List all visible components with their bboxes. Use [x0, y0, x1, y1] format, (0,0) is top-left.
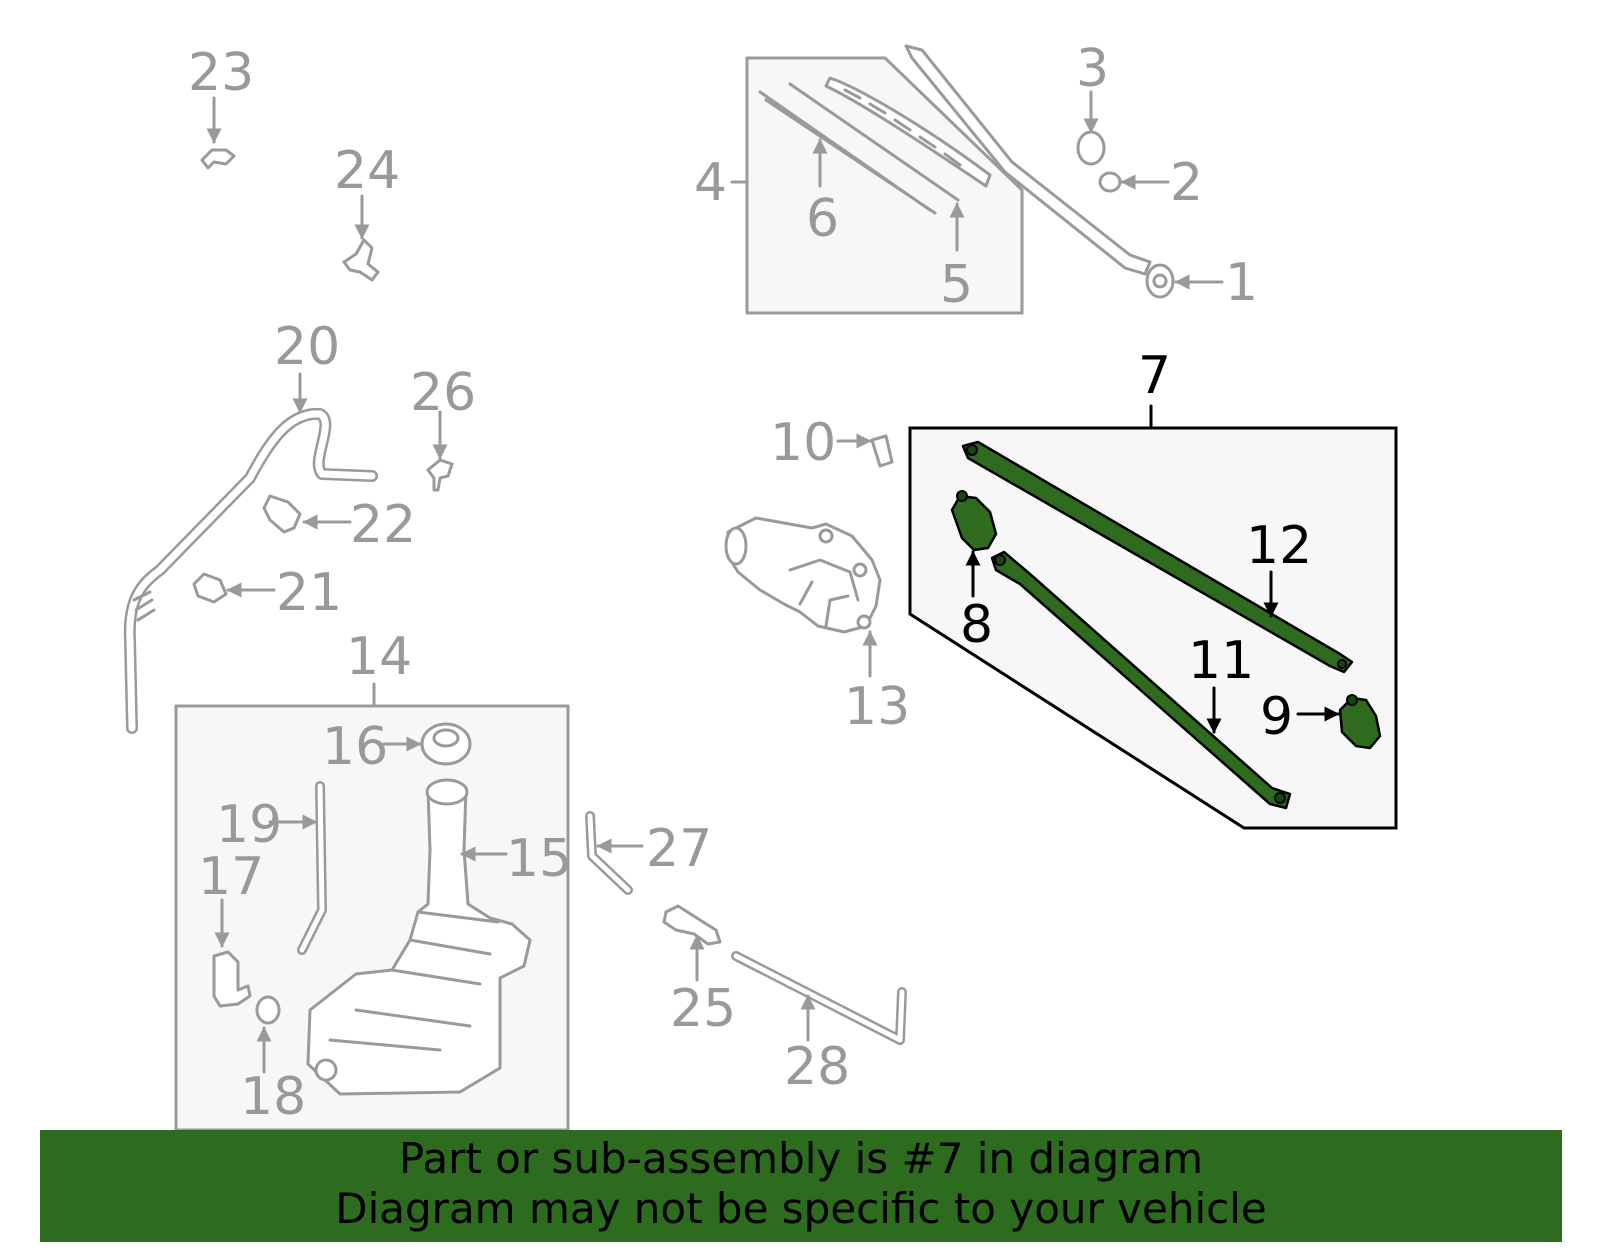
banner-line-2: Diagram may not be specific to your vehi… — [335, 1184, 1267, 1233]
label-part-10: 10 — [770, 413, 836, 473]
pivot-nut — [1098, 171, 1122, 193]
label-part-5: 5 — [940, 255, 973, 315]
label-part-2: 2 — [1170, 153, 1203, 213]
label-part-9: 9 — [1260, 687, 1293, 747]
label-part-1: 1 — [1225, 253, 1258, 313]
label-part-8: 8 — [960, 595, 993, 655]
label-part-18: 18 — [240, 1067, 306, 1127]
hose-27 — [585, 811, 633, 895]
hose-clip-22 — [262, 494, 302, 534]
label-part-23: 23 — [188, 43, 254, 103]
label-part-27: 27 — [646, 819, 712, 879]
connector-24 — [342, 238, 380, 282]
label-part-19: 19 — [216, 795, 282, 855]
link-rod-11[interactable] — [990, 550, 1292, 810]
pump-grommet — [255, 995, 281, 1025]
wiper-motor-group: 10 13 — [724, 413, 910, 737]
label-part-28: 28 — [784, 1037, 850, 1097]
pivot-cap — [1076, 130, 1106, 166]
link-rod-12[interactable] — [961, 440, 1354, 674]
hose-clip-21 — [192, 572, 228, 604]
label-part-26: 26 — [410, 363, 476, 423]
small-connectors: 23 24 26 — [188, 43, 476, 492]
blade-refill — [758, 82, 960, 215]
label-part-11: 11 — [1188, 631, 1254, 691]
banner-line-1: Part or sub-assembly is #7 in diagram — [398, 1134, 1204, 1183]
label-part-21: 21 — [276, 563, 342, 623]
label-part-20: 20 — [274, 317, 340, 377]
blade-frame — [824, 76, 992, 188]
label-part-15: 15 — [506, 829, 572, 889]
connector-23 — [200, 148, 236, 170]
label-part-16: 16 — [322, 717, 388, 777]
label-part-24: 24 — [334, 141, 400, 201]
wiper-arm — [904, 44, 1152, 276]
washer-reservoir-group: 14 16 15 19 17 18 — [174, 627, 572, 1132]
clip-26 — [426, 458, 454, 492]
blade-box-outline — [745, 56, 1024, 315]
info-banner: Part or sub-assembly is #7 in diagram Di… — [40, 1130, 1562, 1242]
label-part-25: 25 — [670, 979, 736, 1039]
label-part-7: 7 — [1138, 346, 1171, 406]
linkage-box-outline — [908, 426, 1398, 830]
lower-hoses: 27 25 28 — [585, 811, 907, 1097]
label-part-13: 13 — [844, 677, 910, 737]
label-part-17: 17 — [198, 847, 264, 907]
washer-hose-group: 20 21 22 — [123, 317, 416, 734]
arm-pivot — [1145, 263, 1175, 299]
label-part-22: 22 — [350, 495, 416, 555]
linkage-assembly-7: 7 12 11 8 9 — [908, 346, 1398, 830]
label-part-14: 14 — [346, 627, 412, 687]
label-part-6: 6 — [806, 189, 839, 249]
wiper-blade-group: 1 2 3 4 5 6 — [694, 39, 1258, 315]
connector-25 — [662, 904, 722, 946]
motor-bolt — [870, 434, 894, 468]
washer-pump — [212, 950, 252, 1008]
label-part-12: 12 — [1246, 516, 1312, 576]
label-part-3: 3 — [1076, 39, 1109, 99]
label-part-4: 4 — [694, 153, 727, 213]
